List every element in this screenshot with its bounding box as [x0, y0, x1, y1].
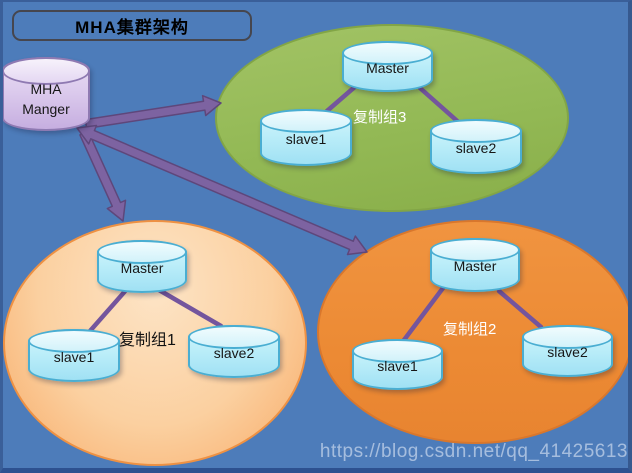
group2-master-label: Master — [453, 258, 497, 274]
manager-label-line1: MHA — [30, 81, 62, 97]
group1-slave2-label: slave2 — [213, 344, 255, 361]
group3-slave1-cylinder: slave1 — [260, 109, 352, 166]
group2-slave1-label: slave1 — [377, 357, 418, 374]
group1-label: 复制组1 — [119, 332, 176, 349]
arrow-manager-to-group3 — [84, 94, 222, 130]
manager-label-line2: Manger — [22, 101, 70, 117]
arrow-manager-to-group1 — [79, 130, 127, 222]
group2-slave1-cylinder: slave1 — [352, 339, 443, 390]
group2-slave2-label: slave2 — [547, 344, 588, 360]
group3-label: 复制组3 — [353, 109, 407, 126]
group3-slave2-cylinder: slave2 — [430, 119, 522, 174]
page-title: MHA集群架构 — [75, 18, 189, 37]
group1-master-label: Master — [120, 259, 164, 276]
mha-manager-cylinder: MHA Manger — [2, 57, 90, 131]
group1-slave1-cylinder: slave1 — [28, 329, 120, 382]
group3-master-cylinder: Master — [342, 41, 433, 92]
group1-slave2-cylinder: slave2 — [188, 325, 280, 378]
group2-slave2-cylinder: slave2 — [522, 325, 613, 377]
group3-slave2-label: slave2 — [455, 139, 497, 156]
group2-master-cylinder: Master — [430, 238, 520, 292]
group1-slave1-label: slave1 — [53, 348, 95, 365]
csdn-watermark: https://blog.csdn.net/qq_41425613 — [319, 441, 628, 462]
title-box: MHA集群架构 — [12, 10, 252, 41]
group3-master-label: Master — [366, 59, 409, 76]
group3-slave1-label: slave1 — [285, 130, 327, 147]
group1-master-cylinder: Master — [97, 240, 187, 293]
group2-label: 复制组2 — [443, 321, 497, 338]
